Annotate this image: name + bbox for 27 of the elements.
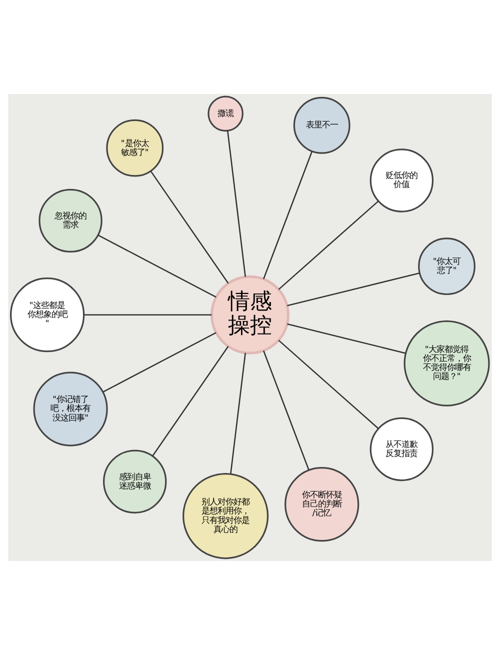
connector [287,272,420,306]
node-circle: "你太可悲了" [418,237,476,295]
node-circle: 撒谎 [208,95,244,132]
node-circle: "是你太敏感了" [106,118,164,176]
connector [287,322,406,354]
node-circle: 表里不一 [293,96,350,154]
connector [278,200,379,290]
connector [84,314,212,315]
connector [98,234,216,298]
node-circle: 贬低你的价值 [370,148,434,212]
connector [262,150,313,279]
connector [226,130,246,276]
node-circle: "大家都觉得你不正常，你不觉得你哪有问题？" [404,320,490,406]
node-circle: 你不断怀疑自己的判断/记忆 [284,466,360,542]
connector [102,332,216,392]
node-circle: 情感操控 [210,274,290,354]
connector [278,339,379,429]
node-circle: 从不道歉反复指责 [370,416,434,481]
node-circle: 别人对你好都是想利用你，只有我对你是真心的 [182,472,269,559]
node-circle: "你记错了吧，根本有没这回事" [33,371,108,446]
connector [262,350,310,470]
connector [152,346,229,456]
connector [150,170,229,284]
node-circle: 感到自卑迷惑卑微 [103,449,167,513]
connector [230,352,246,474]
node-circle: "这些都是你想象的吧" [10,277,85,352]
node-circle: 忽视你的需求 [38,188,102,252]
